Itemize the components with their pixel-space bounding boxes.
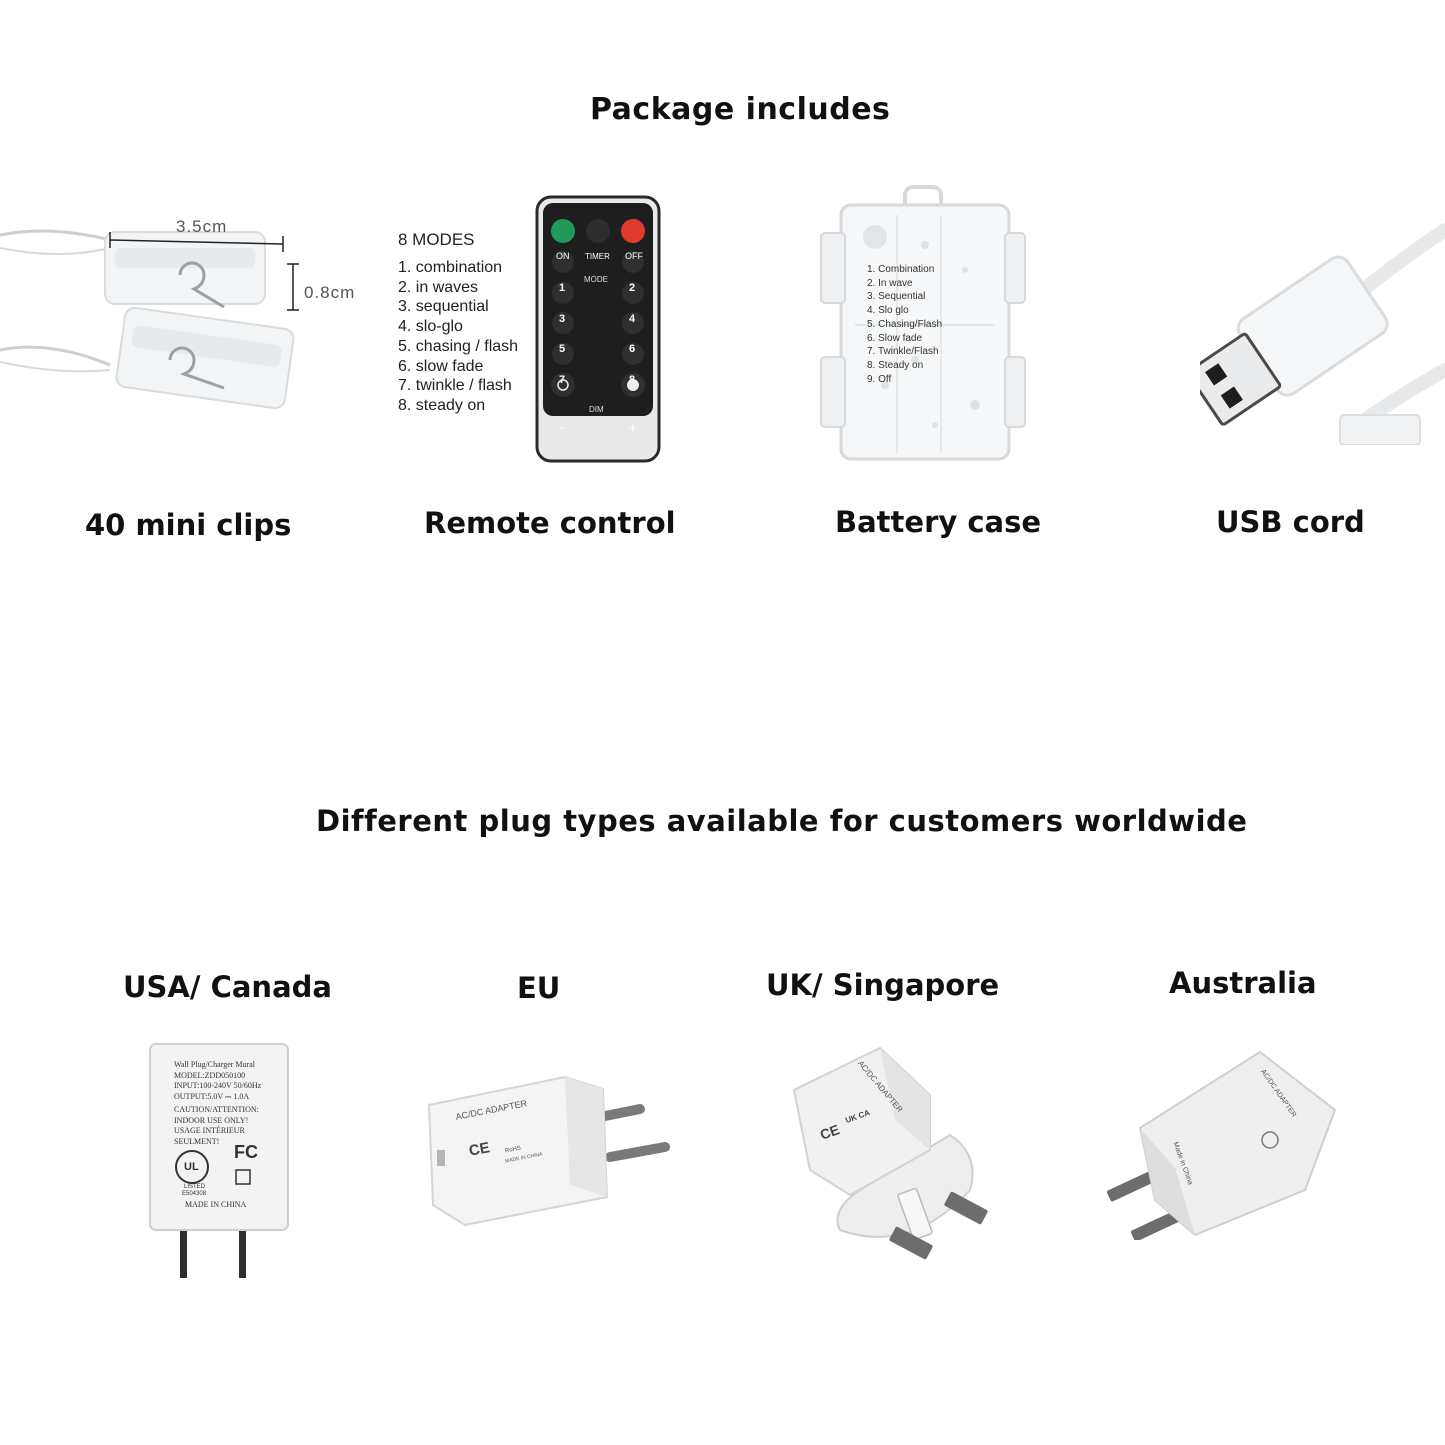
remote-plus-label: + (629, 420, 637, 435)
remote-mode-item: 1. combination (398, 259, 503, 276)
mini-clips-image: 3.5cm 0.8cm (0, 200, 370, 430)
ul-mark: UL (184, 1161, 199, 1173)
remote-mode-item: 8. steady on (398, 396, 486, 414)
usa-label-line: INDOOR USE ONLY! (174, 1115, 249, 1125)
case-mode-item: 5. Chasing/Flash (867, 318, 943, 330)
remote-mode-item: 2. in waves (398, 278, 479, 296)
usa-label-line: OUTPUT:5.0V ⎓ 1.0A (174, 1091, 250, 1101)
remote-mode-item: 7. twinkle / flash (398, 377, 512, 395)
remote-mode-item: 4. slo-glo (398, 318, 463, 336)
usa-label-line: USAGE INTÉRIEUR (174, 1126, 245, 1135)
remote-number-4: 4 (629, 313, 636, 325)
usa-label-line: MODEL:ZDD050100 (174, 1070, 246, 1080)
remote-number-1: 1 (559, 282, 566, 294)
remote-on-button: ON (556, 251, 570, 261)
remote-number-2: 2 (629, 282, 636, 294)
battery-case-mode-list: 1. Combination 2. In wave 3. Sequential … (867, 263, 942, 386)
case-mode-item: 8. Steady on (867, 359, 924, 371)
usa-label-line: SEULMENT! (174, 1136, 220, 1146)
remote-timer-button: TIMER (585, 252, 610, 261)
remote-control-image: 8 MODES 1. combination 2. in waves 3. se… (385, 170, 680, 470)
remote-mode-item: 3. sequential (398, 298, 489, 316)
remote-buttons: ON TIMER OFF MODE 1 2 3 4 5 6 7 8 DIM − … (535, 195, 661, 463)
clip-width-label: 3.5cm (176, 217, 228, 236)
case-mode-item: 9. Off (867, 373, 892, 385)
plugs-heading: Different plug types available for custo… (316, 804, 1248, 838)
usa-label-line: INPUT:100-240V 50/60Hz (174, 1081, 262, 1090)
uk-plug-image: AC/DC ADAPTER CE UK CA (790, 1040, 990, 1270)
caption-usb-cord: USB cord (1216, 505, 1365, 539)
caption-australia: Australia (1169, 966, 1317, 1000)
caption-usa-canada: USA/ Canada (123, 970, 332, 1004)
remote-number-5: 5 (559, 343, 566, 355)
remote-mode-list: 1. combination 2. in waves 3. sequential… (398, 258, 518, 416)
case-mode-item: 1. Combination (867, 264, 935, 275)
case-mode-item: 3. Sequential (867, 291, 926, 303)
remote-number-3: 3 (559, 313, 566, 325)
remote-number-8: 8 (629, 374, 636, 386)
usb-cord-image (1200, 210, 1445, 445)
usa-label-line: CAUTION/ATTENTION: (174, 1105, 259, 1114)
caption-battery-case: Battery case (835, 505, 1042, 539)
remote-mode-item: 6. slow fade (398, 357, 484, 375)
battery-case-image: 1. Combination 2. In wave 3. Sequential … (815, 185, 1030, 465)
usa-made-in: MADE IN CHINA (185, 1200, 247, 1209)
case-mode-item: 6. Slow fade (867, 332, 923, 344)
remote-number-7: 7 (559, 374, 566, 386)
caption-mini-clips: 40 mini clips (85, 508, 292, 542)
caption-eu: EU (517, 971, 561, 1005)
remote-mode-label: MODE (584, 275, 608, 284)
caption-remote-control: Remote control (424, 506, 676, 540)
eu-plug-image: AC/DC ADAPTER CE RoHS MADE IN CHINA (425, 1075, 670, 1230)
remote-mode-item: 5. chasing / flash (398, 337, 519, 355)
case-mode-item: 4. Slo glo (867, 305, 909, 317)
usa-plug-image: Wall Plug/Charger Mural MODEL:ZDD050100 … (148, 1042, 293, 1282)
case-mode-item: 2. In wave (867, 277, 913, 289)
modes-title: 8 MODES (398, 230, 475, 249)
remote-off-button: OFF (625, 251, 643, 261)
usa-plug-label: Wall Plug/Charger Mural MODEL:ZDD050100 … (174, 1060, 261, 1147)
australia-plug-image: AC/DC ADAPTER Made in China (1100, 1050, 1340, 1240)
remote-minus-label: − (559, 421, 567, 435)
clip-height-label: 0.8cm (304, 283, 356, 302)
listed-mark: LISTED (184, 1184, 206, 1190)
case-mode-item: 7. Twinkle/Flash (867, 346, 939, 358)
caption-uk-singapore: UK/ Singapore (766, 968, 1000, 1002)
usa-label-line: Wall Plug/Charger Mural (174, 1060, 255, 1069)
listed-number: E504308 (182, 1191, 207, 1197)
remote-dim-label: DIM (589, 405, 604, 414)
remote-number-6: 6 (629, 343, 636, 355)
package-heading: Package includes (590, 92, 891, 127)
fc-mark: FC (234, 1142, 258, 1162)
